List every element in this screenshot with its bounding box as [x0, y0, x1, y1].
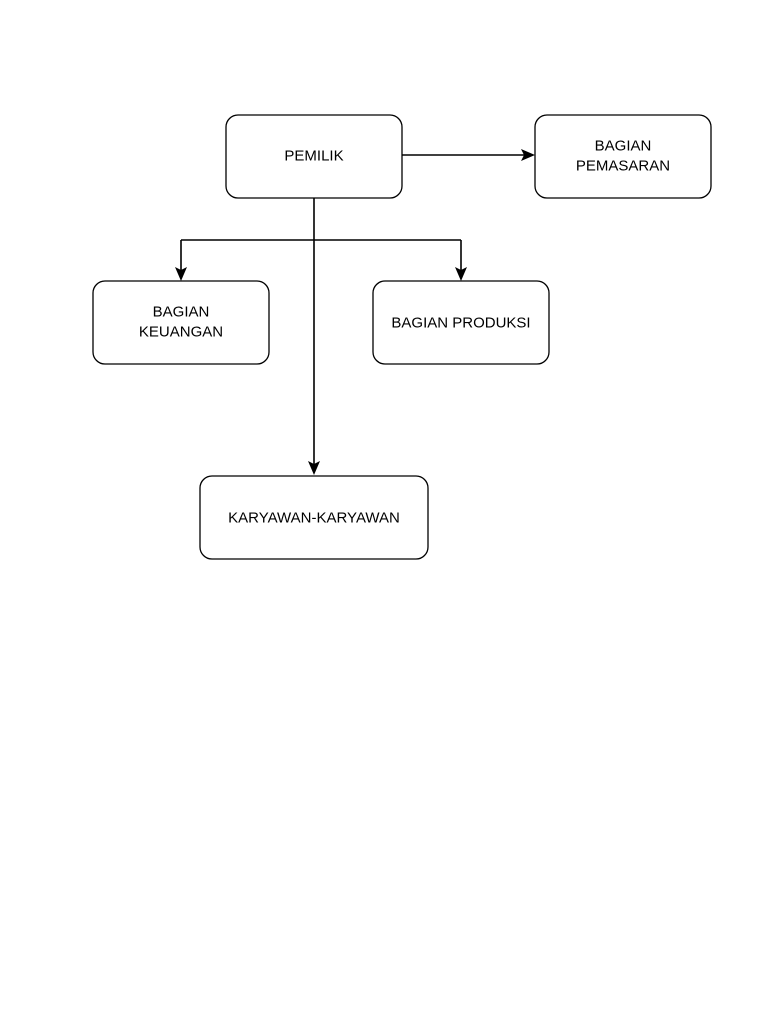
arrowhead-keuangan — [175, 267, 187, 281]
node-karyawan-box — [199, 475, 429, 560]
node-bagian-produksi[interactable]: BAGIAN PRODUKSI — [372, 280, 550, 365]
node-produksi-label: BAGIAN PRODUKSI — [391, 315, 530, 332]
node-keuangan-label-line1: BAGIAN — [153, 304, 210, 321]
node-keuangan-label-line2: KEUANGAN — [139, 324, 223, 341]
node-pemilik-label: PEMILIK — [284, 148, 343, 165]
node-bagian-pemasaran[interactable]: BAGIAN PEMASARAN — [534, 114, 712, 199]
node-karyawan-karyawan[interactable]: KARYAWAN-KARYAWAN — [199, 475, 429, 560]
edges — [175, 149, 535, 475]
node-karyawan-label: KARYAWAN-KARYAWAN — [228, 510, 400, 527]
node-pemasaran-box — [534, 114, 712, 199]
node-pemasaran-label-line2: PEMASARAN — [576, 158, 670, 175]
node-bagian-keuangan[interactable]: BAGIAN KEUANGAN — [92, 280, 270, 365]
node-keuangan-box — [92, 280, 270, 365]
node-pemilik[interactable]: PEMILIK — [225, 114, 403, 199]
arrowhead-pemasaran — [521, 149, 535, 161]
arrowhead-produksi — [455, 267, 467, 281]
arrowhead-karyawan — [308, 461, 320, 475]
node-produksi-box — [372, 280, 550, 365]
node-pemilik-box — [225, 114, 403, 199]
node-pemasaran-label-line1: BAGIAN — [595, 138, 652, 155]
